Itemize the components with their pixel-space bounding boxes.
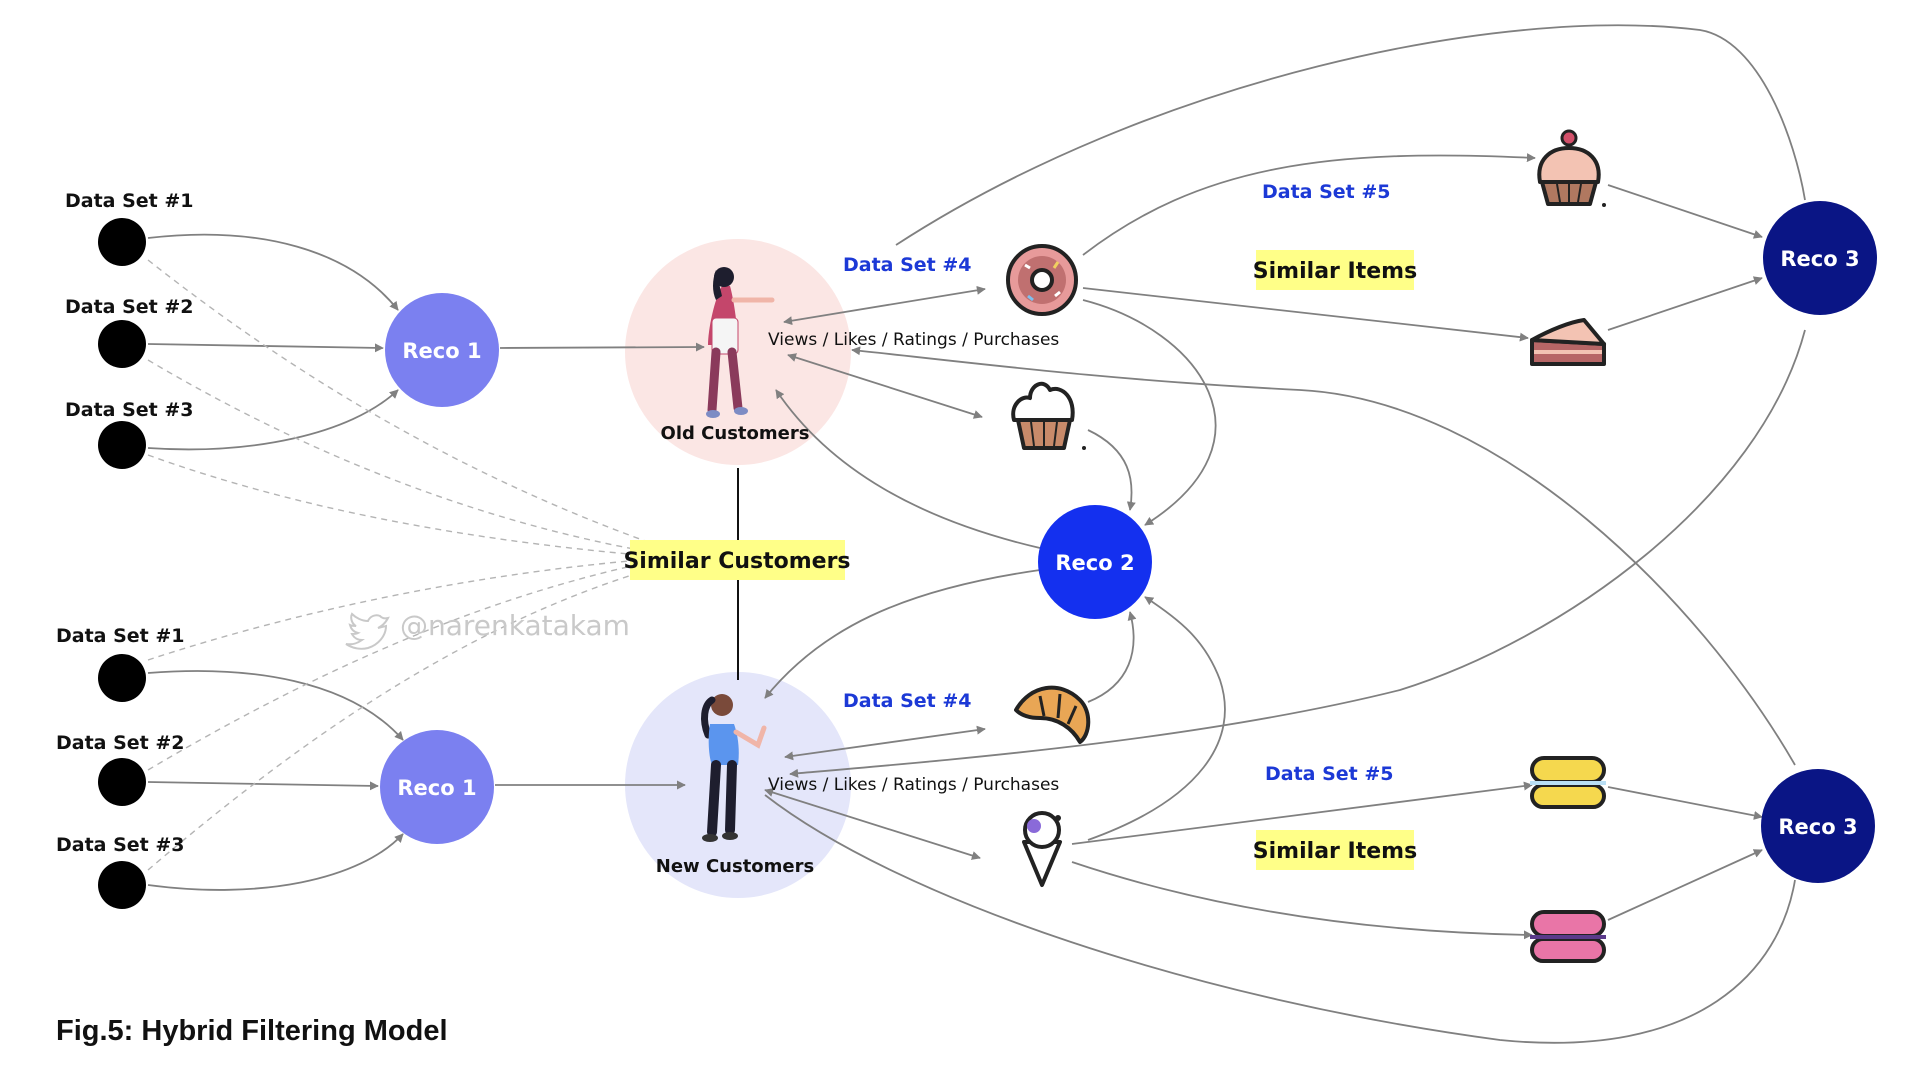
- bottom-dataset-5-label: Data Set #5: [1265, 763, 1394, 785]
- reco3-top-label: Reco 3: [1780, 247, 1859, 271]
- dash-top-ds2: [147, 359, 651, 553]
- edge-top-ds3-reco1: [147, 389, 399, 451]
- bottom-dataset-3-label: Data Set #3: [56, 834, 185, 856]
- edge-slice-reco3: [1607, 276, 1763, 331]
- top-similar-items-label: Similar Items: [1253, 259, 1417, 284]
- reco3-bottom-circle[interactable]: [1761, 769, 1875, 883]
- new-customer-figure-icon: [701, 694, 767, 842]
- edge-bottom-ds2-reco1: [147, 781, 379, 791]
- old-customer-figure-icon: [706, 267, 775, 418]
- reco3-bottom-label: Reco 3: [1778, 815, 1857, 839]
- cake-slice-icon[interactable]: [1530, 318, 1606, 366]
- edge-croissant-reco2: [1087, 611, 1137, 703]
- edge-top-ds1-reco1: [147, 233, 399, 311]
- bottom-similar-items-highlight: Similar Items: [1253, 830, 1417, 870]
- bottom-dataset-1-label: Data Set #1: [56, 625, 185, 647]
- edge-bottom-ds1-reco1: [147, 670, 404, 741]
- frosted-cupcake-icon[interactable]: [1537, 129, 1606, 207]
- reco2-circle[interactable]: [1038, 505, 1152, 619]
- dash-top-ds1: [147, 259, 666, 549]
- edge-donut-slice: [1082, 287, 1529, 342]
- bottom-dataset-2-label: Data Set #2: [56, 732, 185, 754]
- reco3-top-node[interactable]: Reco 3: [1763, 201, 1877, 315]
- bird-icon: [345, 612, 390, 650]
- top-interactions-label: Views / Likes / Ratings / Purchases: [768, 330, 1059, 350]
- edge-bottom-customers-croissant: [784, 725, 986, 761]
- edge-reco2-oldcustomers: [775, 389, 1041, 549]
- top-datasets: Data Set #1 Data Set #2 Data Set #3: [65, 190, 194, 469]
- dash-bottom-ds2: [147, 561, 651, 771]
- reco1-top-label: Reco 1: [402, 339, 481, 363]
- bottom-dataset-2-dot[interactable]: [98, 758, 146, 806]
- top-similar-items-highlight: Similar Items: [1253, 250, 1417, 290]
- similar-customers-label: Similar Customers: [623, 549, 850, 574]
- dash-bottom-ds3: [147, 564, 666, 871]
- old-customers-label: Old Customers: [661, 423, 810, 444]
- top-dataset-4-label: Data Set #4: [843, 254, 972, 276]
- edge-top-customers-longarc: [895, 24, 1806, 246]
- edge-top-customers-cupcake: [787, 353, 983, 419]
- edge-donut-frosted: [1082, 153, 1536, 256]
- top-dataset-3-label: Data Set #3: [65, 399, 194, 421]
- yellow-macaron-icon[interactable]: [1530, 756, 1606, 809]
- bottom-dataset-1-dot[interactable]: [98, 654, 146, 702]
- top-dataset-2-dot[interactable]: [98, 320, 146, 368]
- edge-bottom-ds3-reco1: [147, 833, 404, 891]
- similar-customers-highlight: Similar Customers: [623, 540, 851, 580]
- ice-cream-cone-icon[interactable]: [1022, 811, 1062, 887]
- connectors: [147, 24, 1806, 1044]
- edge-cupcake-reco2: [1087, 429, 1136, 511]
- edge-yellowmacaron-reco3: [1607, 786, 1763, 820]
- reco1-top-circle[interactable]: [385, 293, 499, 407]
- edge-reco2-newcustomers: [764, 569, 1041, 699]
- new-customers-label: New Customers: [656, 856, 814, 877]
- croissant-icon[interactable]: [1014, 685, 1091, 744]
- edge-bottom-customers-icecream: [764, 788, 981, 860]
- edge-pinkmacaron-reco3: [1607, 849, 1763, 921]
- bottom-dataset-4-label: Data Set #4: [843, 690, 972, 712]
- edge-icecream-yellowmacaron: [1071, 781, 1533, 845]
- reco3-bottom-node[interactable]: Reco 3: [1761, 769, 1875, 883]
- top-dataset-3-dot[interactable]: [98, 421, 146, 469]
- cupcake-icon[interactable]: [1011, 381, 1086, 450]
- bottom-dataset-3-dot[interactable]: [98, 861, 146, 909]
- top-dataset-1-label: Data Set #1: [65, 190, 194, 212]
- reco1-bottom-label: Reco 1: [397, 776, 476, 800]
- top-dataset-5-label: Data Set #5: [1262, 181, 1391, 203]
- top-dataset-1-dot[interactable]: [98, 218, 146, 266]
- dash-top-ds3: [147, 454, 641, 556]
- reco1-bottom-node[interactable]: Reco 1: [380, 730, 494, 844]
- edge-icecream-reco2: [1087, 596, 1226, 841]
- edge-donut-reco2: [1082, 299, 1217, 526]
- figure-title: Fig.5: Hybrid Filtering Model: [56, 1015, 448, 1047]
- bottom-datasets: Data Set #1 Data Set #2 Data Set #3: [56, 625, 185, 909]
- dash-bottom-ds1: [147, 559, 641, 661]
- top-dataset-2-label: Data Set #2: [65, 296, 194, 318]
- edge-top-reco1-customers: [499, 342, 705, 352]
- bottom-similar-items-label: Similar Items: [1253, 839, 1417, 864]
- watermark-handle: @narenkatakam: [400, 609, 630, 642]
- reco2-label: Reco 2: [1055, 551, 1134, 575]
- reco2-node[interactable]: Reco 2: [1038, 505, 1152, 619]
- reco3-top-circle[interactable]: [1763, 201, 1877, 315]
- similarity-dashed-links: [147, 259, 666, 871]
- reco1-top-node[interactable]: Reco 1: [385, 293, 499, 407]
- edge-icecream-pinkmacaron: [1071, 861, 1533, 940]
- edge-frosted-reco3: [1607, 184, 1763, 239]
- bottom-interactions-label: Views / Likes / Ratings / Purchases: [768, 775, 1059, 795]
- reco1-bottom-circle[interactable]: [380, 730, 494, 844]
- edge-reco3-bottom-to-oldcustomers: [851, 346, 1796, 766]
- watermark: @narenkatakam: [345, 609, 630, 650]
- edge-top-customers-donut: [783, 285, 986, 326]
- pink-macaron-icon[interactable]: [1530, 910, 1606, 963]
- donut-icon[interactable]: [1006, 244, 1078, 316]
- edge-bottom-customers-longarc: [764, 794, 1796, 1044]
